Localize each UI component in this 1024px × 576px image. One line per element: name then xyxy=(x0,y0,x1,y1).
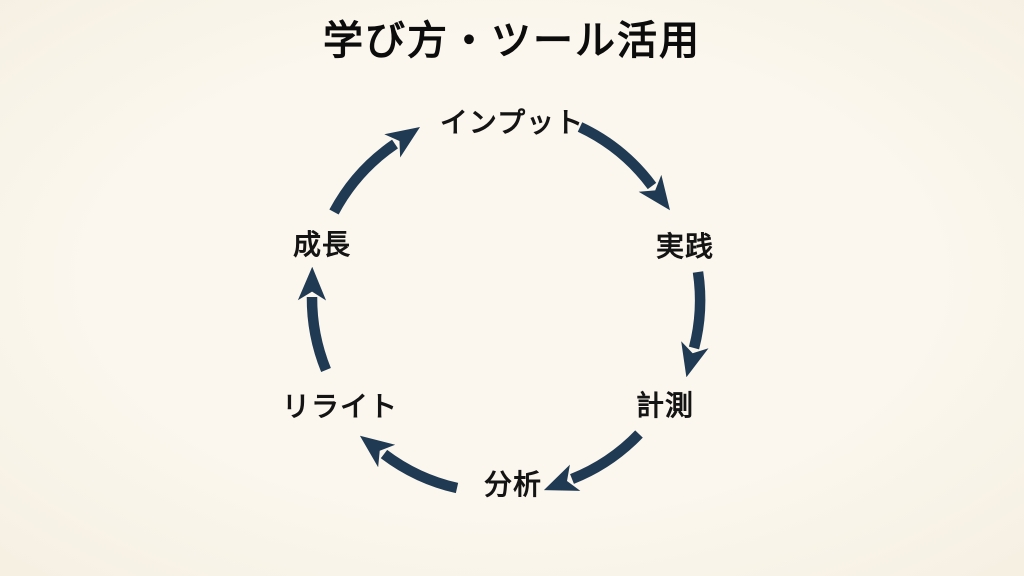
arrow-rewrite-to-growth-icon xyxy=(297,266,331,372)
cycle-node-input: インプット xyxy=(439,107,585,138)
arrow-measurement-to-analysis-icon xyxy=(543,430,643,491)
slide-title: 学び方・ツール活用 xyxy=(323,19,701,63)
arrow-growth-to-input-icon xyxy=(329,126,421,215)
arrow-analysis-to-rewrite-icon xyxy=(359,435,459,494)
cycle-node-rewrite: リライト xyxy=(281,391,399,422)
cycle-node-practice: 実践 xyxy=(655,231,715,262)
arrow-practice-to-measurement-icon xyxy=(681,271,709,378)
arrow-input-to-practice-icon xyxy=(577,122,670,211)
cycle-node-growth: 成長 xyxy=(292,229,352,260)
cycle-node-analysis: 分析 xyxy=(483,469,543,500)
cycle-node-measurement: 計測 xyxy=(635,390,695,421)
